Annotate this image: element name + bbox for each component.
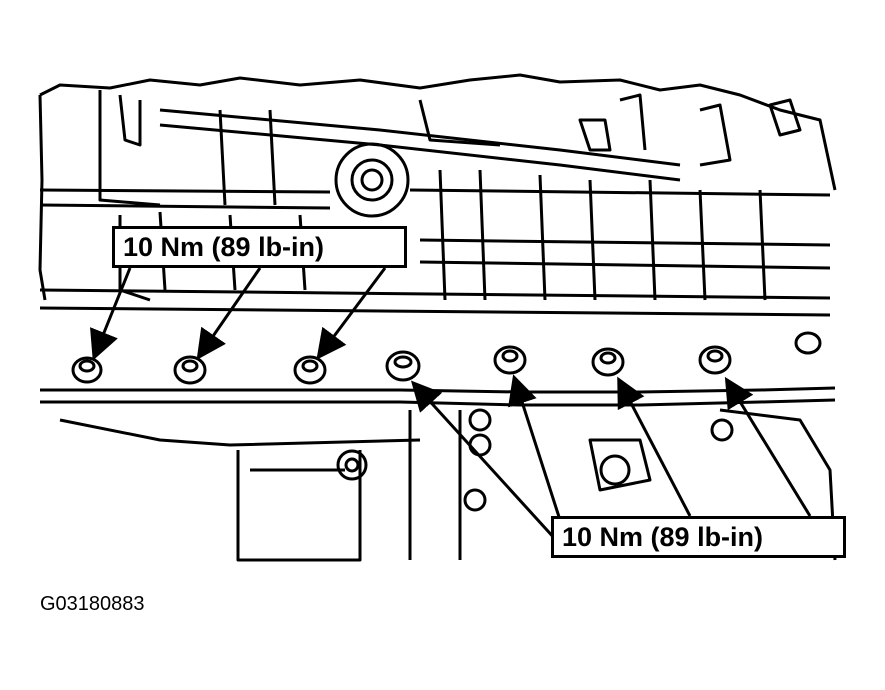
arrow-top-3 <box>316 267 387 360</box>
figure-id: G03180883 <box>40 593 145 615</box>
bolt-1 <box>71 356 103 384</box>
bolt-6 <box>591 347 625 377</box>
arrow-bottom-3 <box>617 376 692 517</box>
arrow-bottom-2 <box>508 374 562 521</box>
bolt-8 <box>794 331 822 355</box>
torque-callout-bottom: 10 Nm (89 lb-in) <box>551 516 846 558</box>
leader-arrows <box>90 267 812 542</box>
arrow-bottom-1 <box>410 380 558 542</box>
bolt-4 <box>385 350 421 382</box>
arrow-bottom-4 <box>724 376 812 517</box>
case-housing <box>38 73 837 562</box>
bolt-2 <box>173 355 207 385</box>
arrow-top-2 <box>196 267 262 360</box>
bolt-5 <box>493 345 527 375</box>
bolt-7 <box>698 345 732 375</box>
pan-bolts <box>71 331 822 385</box>
arrow-top-1 <box>90 267 132 361</box>
bolt-3 <box>293 355 327 385</box>
torque-callout-top: 10 Nm (89 lb-in) <box>112 226 407 268</box>
